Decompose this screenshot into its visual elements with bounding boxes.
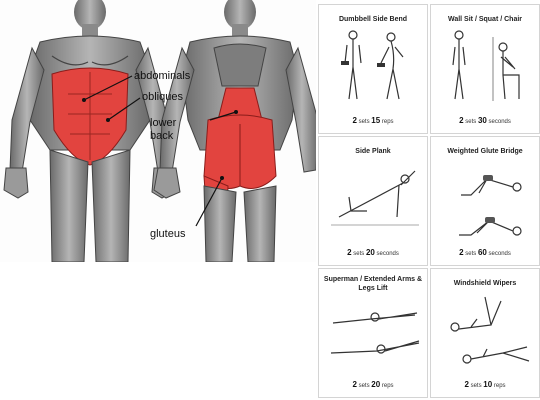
exercise-title: Dumbbell Side Bend [338, 16, 408, 23]
sets-reps-text: 2 sets 20 seconds [347, 248, 399, 257]
superman-figure [330, 312, 420, 354]
exercise-card-glute-bridge: Weighted Glute Bridge 2 sets 60 seconds [430, 136, 540, 266]
sets-reps-text: 2 sets 60 seconds [459, 248, 511, 257]
anatomy-illustration: abdominals obliques lower back gluteus [0, 0, 316, 262]
windshield-wipers-figure [450, 296, 530, 364]
sets-reps-text: 2 sets 20 reps [352, 380, 394, 389]
sets-reps-text: 2 sets 15 reps [352, 116, 394, 125]
abdominals-label: abdominals [134, 70, 191, 82]
side-bend-figure [341, 30, 404, 100]
sets-reps-text: 2 sets 30 seconds [459, 116, 511, 125]
glute-bridge-figure [459, 175, 522, 236]
wall-sit-figure [452, 30, 520, 101]
exercise-title: Weighted Glute Bridge [447, 148, 523, 155]
exercise-title: Wall Sit / Squat / Chair [447, 16, 523, 23]
back-body-figure [153, 0, 316, 262]
obliques-label: obliques [142, 91, 183, 103]
lower-back-label-line1: lower [150, 117, 177, 129]
exercise-card-wall-sit: Wall Sit / Squat / Chair 2 sets 30 secon… [430, 4, 540, 134]
gluteus-label: gluteus [150, 228, 186, 240]
exercise-panel: Dumbbell Side Bend 2 sets 15 reps Wall S… [318, 0, 540, 400]
anatomy-svg [3, 0, 316, 262]
exercise-card-superman: Superman / Extended Arms & Legs Lift 2 s… [318, 268, 428, 398]
exercise-card-dumbbell-side-bend: Dumbbell Side Bend 2 sets 15 reps [318, 4, 428, 134]
exercise-card-side-plank: Side Plank 2 sets 20 seconds [318, 136, 428, 266]
side-plank-figure [331, 170, 419, 226]
sets-reps-text: 2 sets 10 reps [464, 380, 506, 389]
exercise-title: Superman / Extended Arms & Legs Lift [323, 276, 423, 292]
exercise-title: Side Plank [355, 148, 391, 155]
lower-back-label-line2: back [150, 130, 174, 142]
exercise-title: Windshield Wipers [453, 280, 517, 287]
exercise-card-windshield-wipers: Windshield Wipers 2 sets 10 reps [430, 268, 540, 398]
